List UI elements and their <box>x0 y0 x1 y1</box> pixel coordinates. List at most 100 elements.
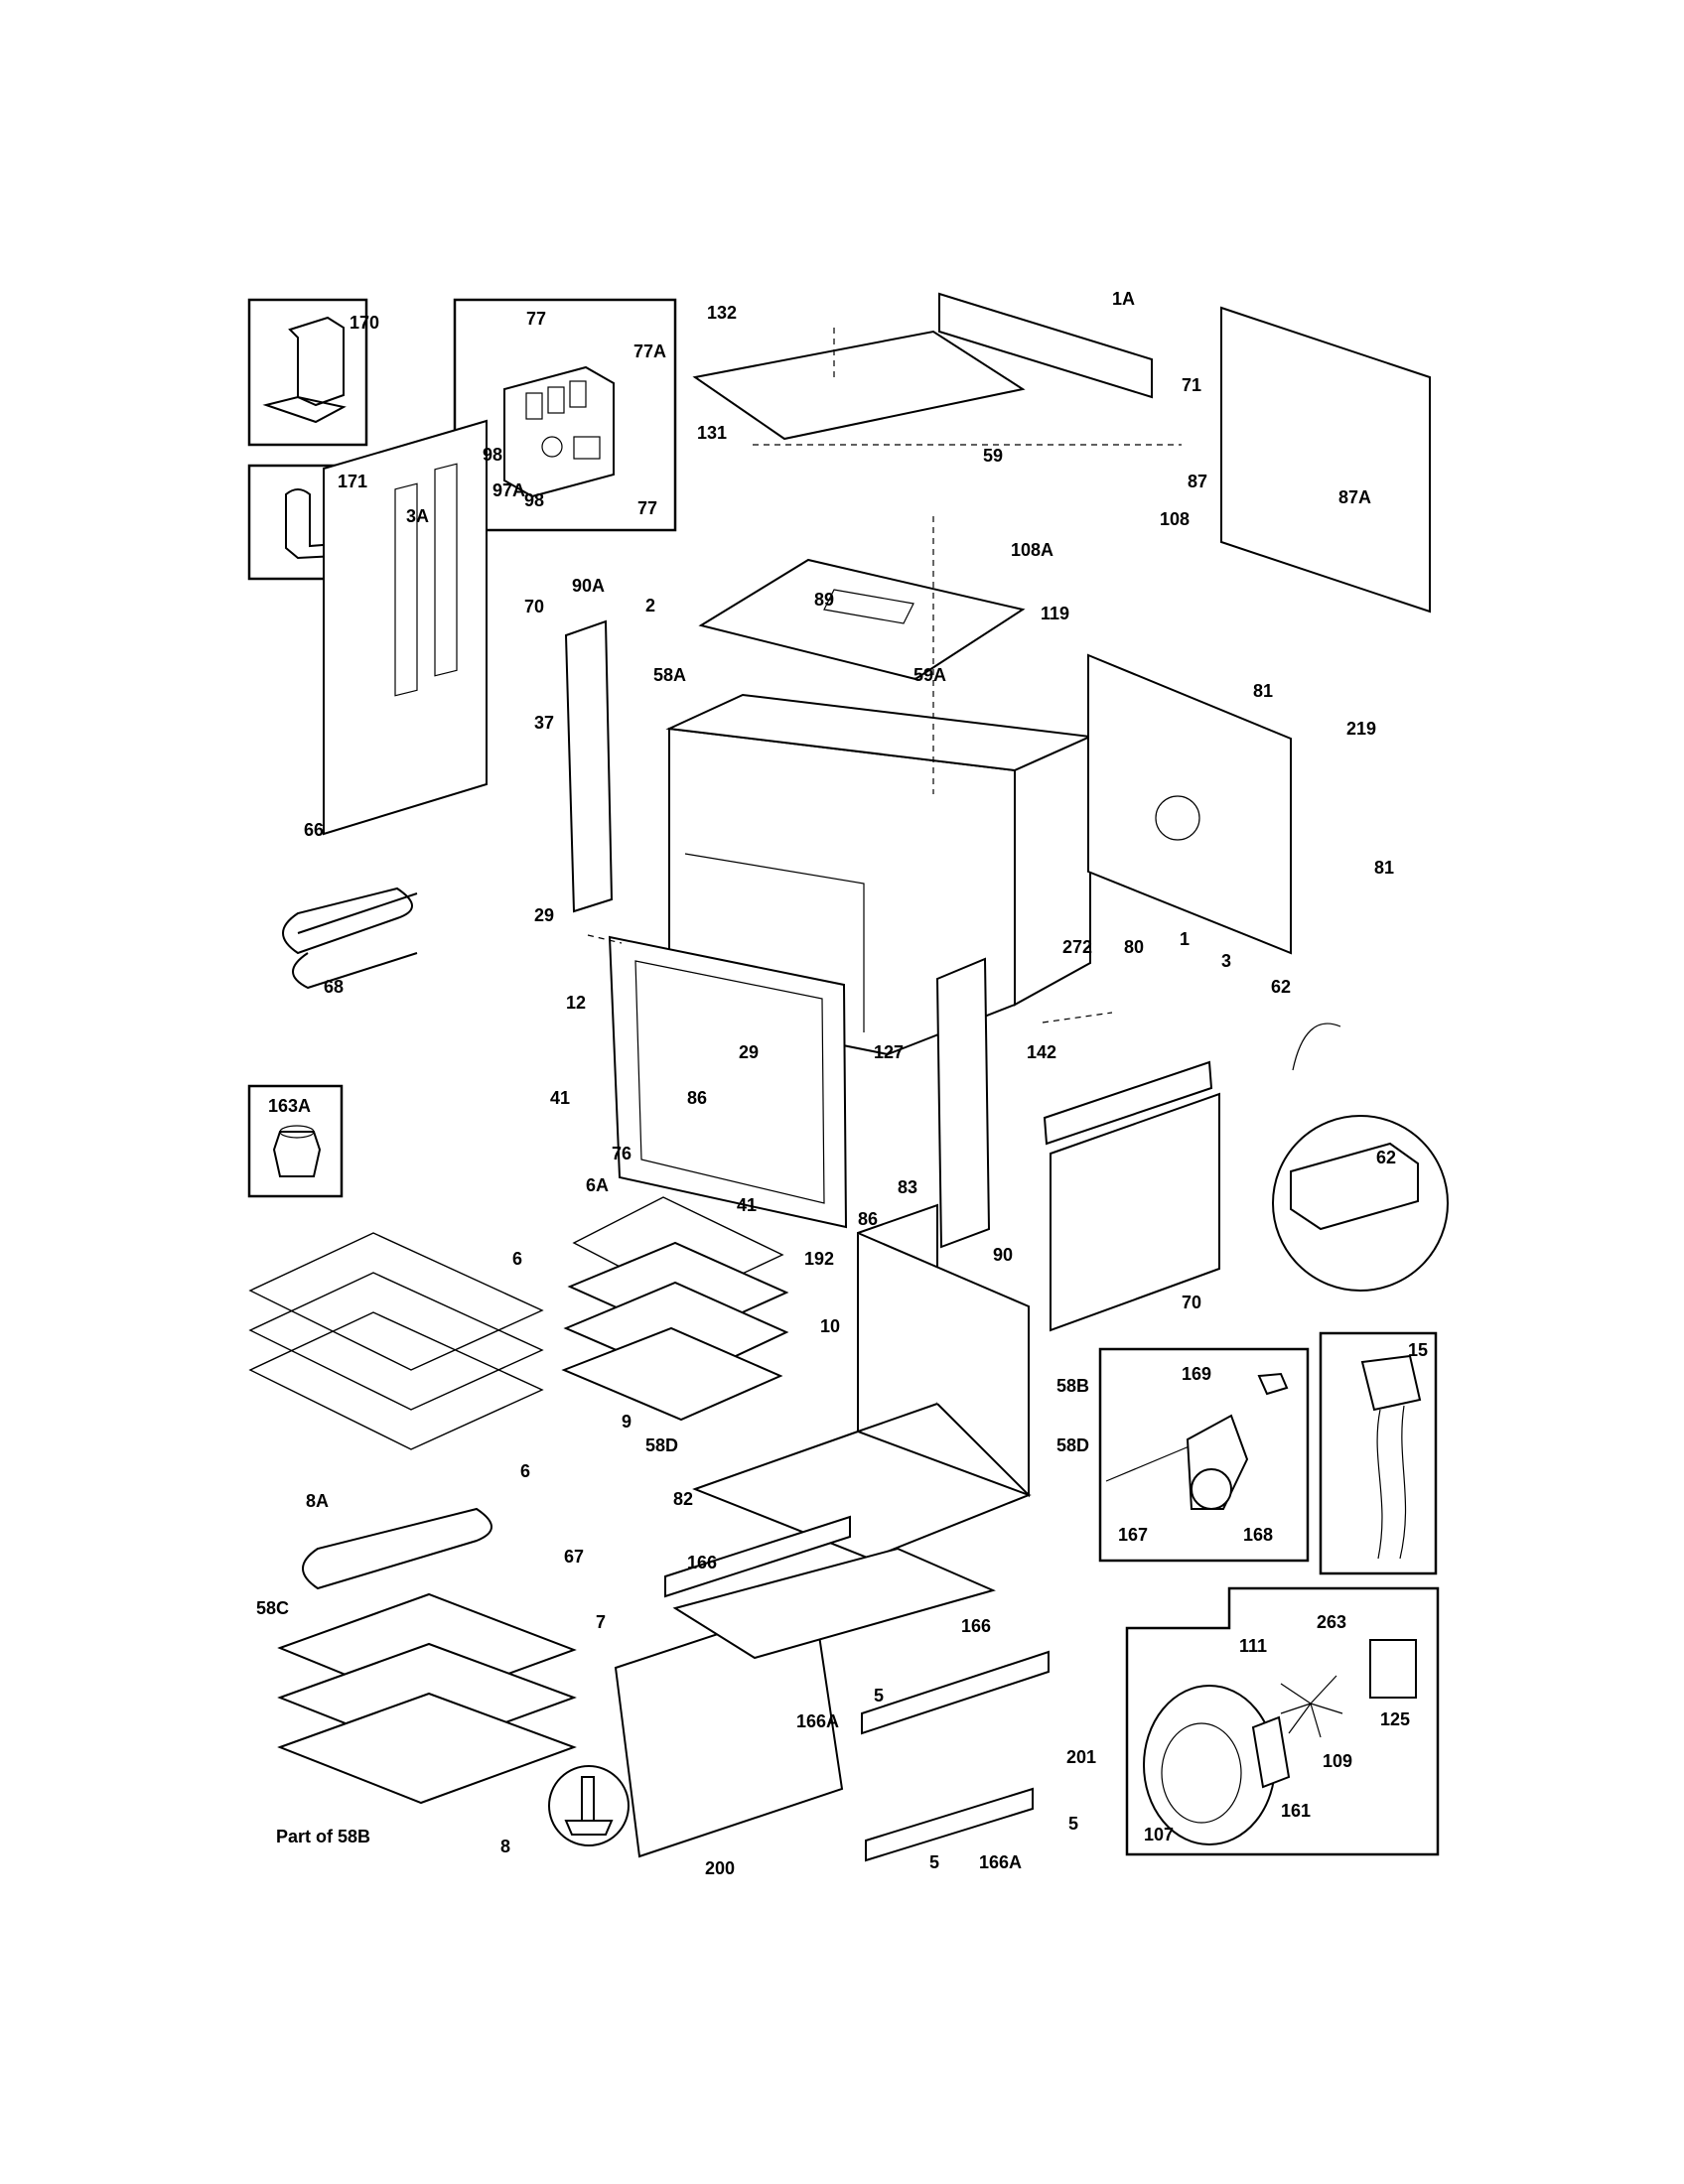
callout-label-68: 68 <box>324 977 344 997</box>
callout-label-2: 2 <box>645 596 655 615</box>
callout-label-170: 170 <box>350 313 379 333</box>
callout-label-15: 15 <box>1408 1340 1428 1360</box>
callout-label-87A: 87A <box>1338 487 1371 507</box>
callout-label-171: 171 <box>338 472 367 491</box>
callout-label-108: 108 <box>1160 509 1190 529</box>
callout-label-127: 127 <box>874 1042 904 1062</box>
top-panel-2 <box>698 558 1026 681</box>
callout-label-161: 161 <box>1281 1801 1311 1821</box>
drawer-frame-58B <box>692 1203 1032 1561</box>
callout-label-29b: 29 <box>739 1042 759 1062</box>
callout-label-82: 82 <box>673 1489 693 1509</box>
callout-label-6a: 6 <box>512 1249 522 1269</box>
callout-label-83: 83 <box>898 1177 917 1197</box>
callout-label-29a: 29 <box>534 905 554 925</box>
callout-label-37: 37 <box>534 713 554 733</box>
callout-label-71: 71 <box>1182 375 1201 395</box>
callout-label-119: 119 <box>1041 604 1069 623</box>
callout-label-67: 67 <box>564 1547 584 1567</box>
callout-label-109: 109 <box>1323 1751 1352 1771</box>
callout-label-1A: 1A <box>1112 289 1135 309</box>
callout-label-5c: 5 <box>929 1852 939 1872</box>
callout-label-58B: 58B <box>1056 1376 1089 1396</box>
callout-label-76: 76 <box>612 1144 632 1163</box>
drawer-200 <box>614 1547 996 1858</box>
assembly-lines <box>587 328 1182 1024</box>
rack-6A-and-pans <box>561 1196 789 1422</box>
callout-label-166a: 166 <box>687 1553 717 1572</box>
callout-label-192: 192 <box>804 1249 834 1269</box>
callout-label-6A: 6A <box>586 1175 609 1195</box>
callout-label-169: 169 <box>1182 1364 1211 1384</box>
oven-door-frame-76 <box>608 935 848 1229</box>
callout-label-62a: 62 <box>1271 977 1291 997</box>
side-panel-70-right <box>1043 1060 1220 1332</box>
callout-label-5b: 5 <box>1068 1814 1078 1834</box>
callout-label-12: 12 <box>566 993 586 1013</box>
callout-label-70b: 70 <box>1182 1293 1201 1312</box>
callout-label-142: 142 <box>1027 1042 1056 1062</box>
callout-label-3A: 3A <box>406 506 429 526</box>
broil-element-8A-and-pans <box>277 1507 577 1805</box>
callout-label-8: 8 <box>500 1837 510 1856</box>
callout-label-90: 90 <box>993 1245 1013 1265</box>
callout-label-166Ab: 166A <box>979 1852 1022 1872</box>
back-panel-1 <box>1087 653 1292 955</box>
callout-label-58Da: 58D <box>645 1435 678 1455</box>
callout-label-part58B: Part of 58B <box>276 1827 370 1846</box>
callout-label-131: 131 <box>697 423 727 443</box>
callout-label-132: 132 <box>707 303 737 323</box>
callout-label-58A: 58A <box>653 665 686 685</box>
callout-label-98b: 98 <box>524 490 544 510</box>
callout-label-41b: 41 <box>737 1195 757 1215</box>
callout-label-59A: 59A <box>913 665 946 685</box>
callout-label-6b: 6 <box>520 1461 530 1481</box>
callout-label-108A: 108A <box>1011 540 1053 560</box>
callout-label-168: 168 <box>1243 1525 1273 1545</box>
inset-box-control-board <box>453 298 677 532</box>
callout-label-163A: 163A <box>268 1096 311 1116</box>
callout-label-3: 3 <box>1221 951 1231 971</box>
callout-label-167: 167 <box>1118 1525 1148 1545</box>
vent-panel-90A <box>564 619 614 913</box>
callout-label-41a: 41 <box>550 1088 570 1108</box>
vent-panel-90 <box>935 957 991 1249</box>
callout-label-80: 80 <box>1124 937 1144 957</box>
callout-label-219: 219 <box>1346 719 1376 739</box>
callout-label-10: 10 <box>820 1316 840 1336</box>
callout-label-81a: 81 <box>1253 681 1273 701</box>
callout-label-9: 9 <box>622 1412 632 1432</box>
callout-label-89: 89 <box>814 590 834 610</box>
inset-box-170 <box>247 298 368 447</box>
callout-label-200: 200 <box>705 1858 735 1878</box>
drawer-slides-166 <box>664 1515 1050 1862</box>
callout-label-58C: 58C <box>256 1598 289 1618</box>
callout-label-98a: 98 <box>483 445 502 465</box>
callout-label-8A: 8A <box>306 1491 329 1511</box>
callout-label-166b: 166 <box>961 1616 991 1636</box>
callout-label-66: 66 <box>304 820 324 840</box>
callout-label-77b: 77 <box>637 498 657 518</box>
side-panel-71 <box>1220 306 1431 614</box>
callout-label-263: 263 <box>1317 1612 1346 1632</box>
callout-label-125: 125 <box>1380 1709 1410 1729</box>
callout-label-97A: 97A <box>492 480 525 500</box>
callout-label-77A: 77A <box>633 341 666 361</box>
callout-label-77: 77 <box>526 309 546 329</box>
callout-label-272: 272 <box>1062 937 1092 957</box>
callout-label-111: 111 <box>1239 1636 1267 1656</box>
callout-label-107: 107 <box>1144 1825 1174 1844</box>
callout-label-86b: 86 <box>858 1209 878 1229</box>
callout-label-81b: 81 <box>1374 858 1394 878</box>
cooktop-frame-1A <box>692 292 1153 441</box>
callout-label-5a: 5 <box>874 1686 884 1706</box>
callout-label-70a: 70 <box>524 597 544 616</box>
callout-label-1: 1 <box>1180 929 1190 949</box>
callout-label-166Aa: 166A <box>796 1711 839 1731</box>
inset-circle-62 <box>1272 1023 1449 1292</box>
inset-box-15 <box>1319 1331 1438 1575</box>
callout-label-201: 201 <box>1066 1747 1096 1767</box>
callout-label-59: 59 <box>983 446 1003 466</box>
